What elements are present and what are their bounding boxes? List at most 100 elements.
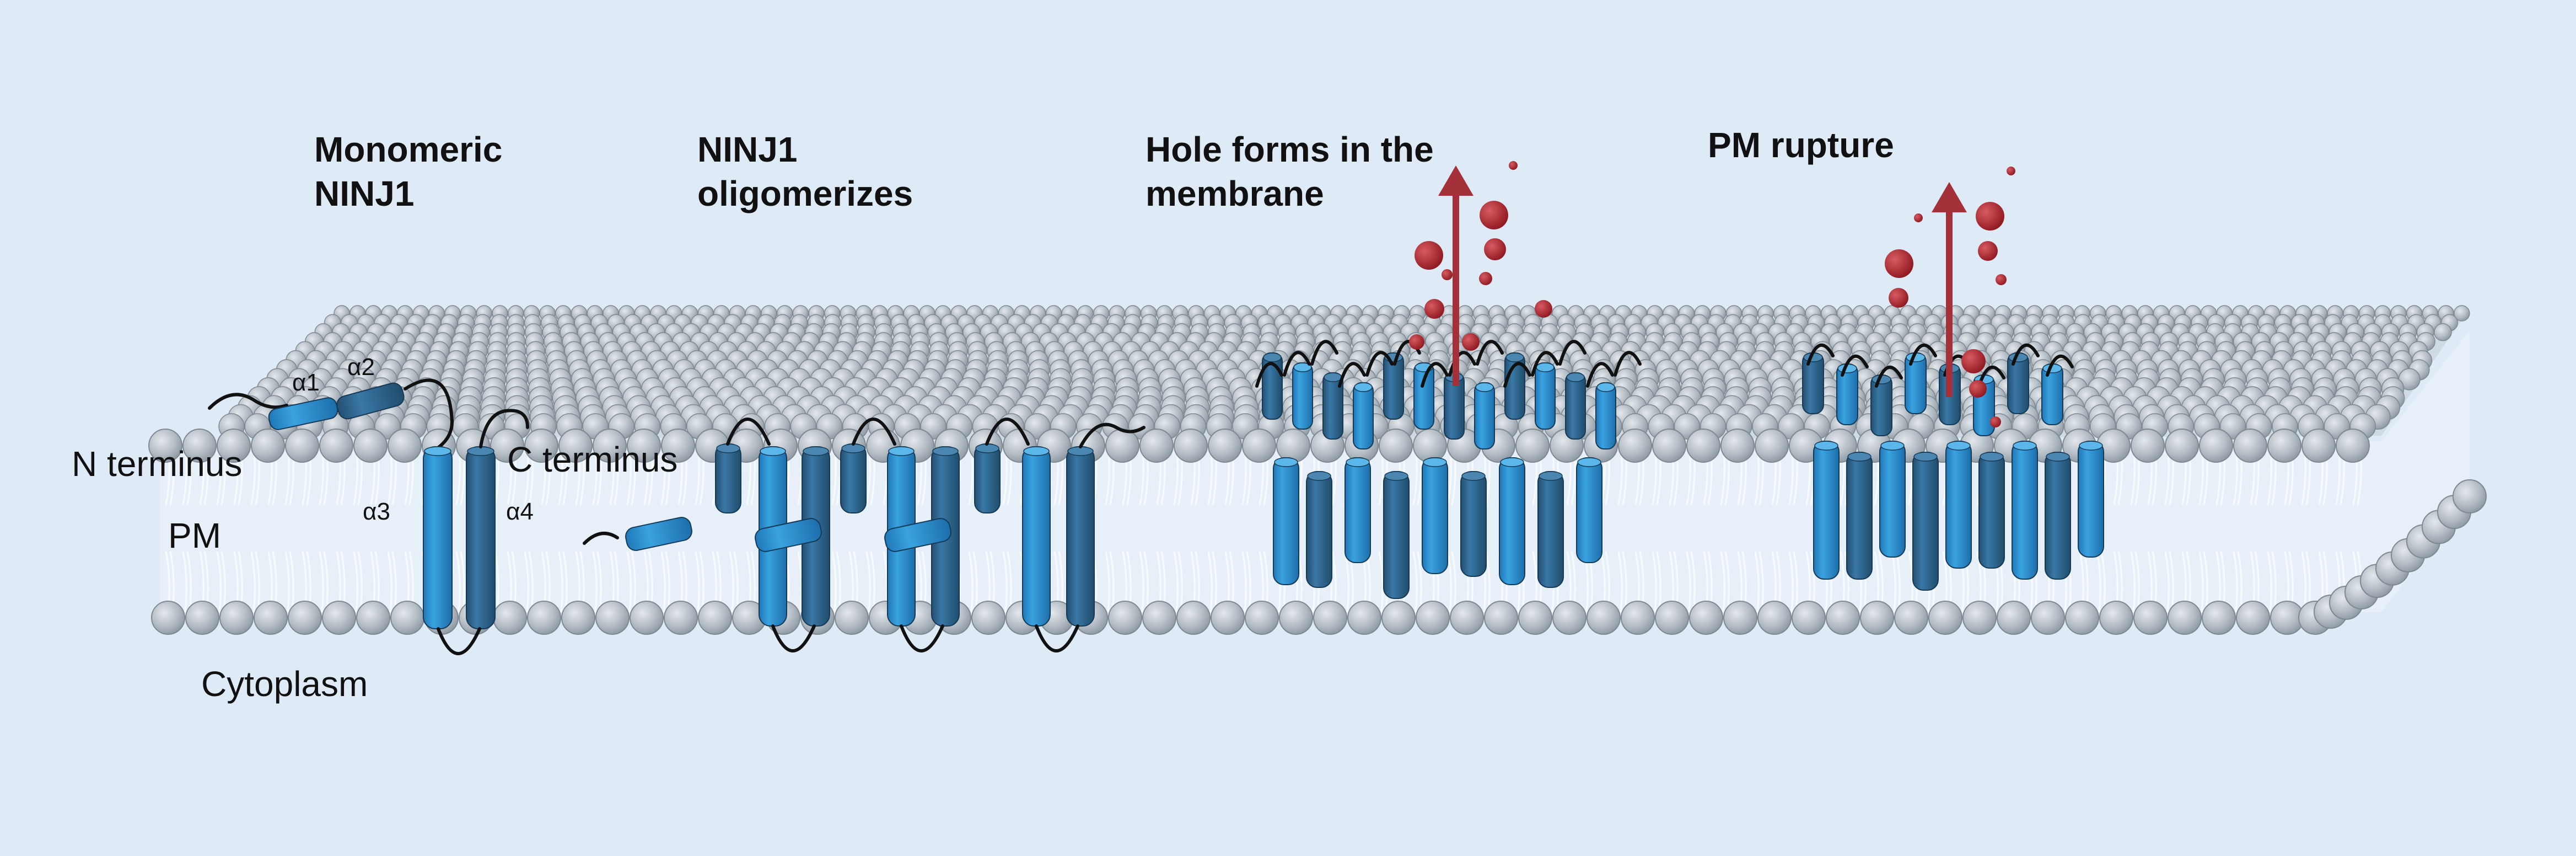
protein-loop — [1310, 340, 1338, 366]
c-terminus-tail — [479, 409, 529, 448]
n-terminus-tail — [583, 532, 619, 545]
lipid-head — [1381, 601, 1416, 635]
lipid-head — [2202, 601, 2236, 635]
lipid-head — [2434, 323, 2452, 341]
lipid-tail — [1754, 551, 1764, 613]
lipid-head — [2199, 429, 2233, 463]
helix-alpha1-label: α1 — [292, 369, 320, 396]
lipid-tail — [524, 551, 534, 613]
lipid-head — [1242, 429, 1276, 463]
lipid-head — [1552, 601, 1587, 635]
released-molecule — [1889, 288, 1908, 308]
released-molecule — [1885, 249, 1913, 278]
lipid-head — [1276, 429, 1310, 463]
lipid-tail — [831, 551, 841, 613]
released-molecule — [1535, 300, 1552, 318]
helix-alpha3 — [423, 446, 453, 629]
lipid-head — [1518, 601, 1552, 635]
protein-loop — [985, 418, 1030, 446]
lipid-head — [835, 601, 869, 635]
protein-loop — [726, 418, 771, 446]
pore-helix — [1499, 457, 1525, 585]
lipid-head — [322, 601, 356, 635]
lipid-tail — [1686, 551, 1696, 613]
lipid-head — [288, 601, 322, 635]
pore-helix-top — [1413, 362, 1434, 430]
rupture-helix-top — [2007, 352, 2029, 414]
lipid-head — [1174, 429, 1208, 463]
lipid-tail — [353, 551, 363, 613]
protein-loop — [1035, 624, 1079, 652]
cytoplasm-label: Cytoplasm — [201, 664, 368, 704]
pore-helix — [1537, 471, 1564, 588]
released-molecule — [1424, 299, 1444, 319]
lipid-head — [1245, 601, 1279, 635]
pore-helix — [1345, 457, 1371, 563]
released-molecule — [1415, 241, 1443, 270]
lipid-head — [1108, 601, 1142, 635]
lipid-head — [1211, 601, 1245, 635]
release-arrow — [1932, 182, 1967, 397]
lipid-head — [2168, 601, 2202, 635]
released-molecule — [1509, 161, 1518, 170]
released-molecule — [2007, 167, 2015, 175]
released-molecule — [1990, 416, 2001, 427]
lipid-head — [148, 429, 182, 463]
lipid-head — [219, 601, 254, 635]
released-cytoplasmic-contents — [1409, 161, 2015, 427]
pore-helix — [1306, 471, 1332, 588]
lipid-head — [1105, 429, 1139, 463]
lipid-tail — [387, 551, 397, 613]
pore-helix-top — [1595, 382, 1616, 450]
helix-alpha3 — [1022, 446, 1051, 627]
lipid-head — [319, 429, 353, 463]
lipid-head — [595, 601, 630, 635]
rupture-helix — [1945, 441, 1972, 569]
pm-label: PM — [168, 516, 221, 555]
protein-loop — [1476, 340, 1504, 366]
stage-2-title: NINJ1 — [697, 130, 797, 169]
lipid-head — [1826, 601, 1860, 635]
released-molecule — [1996, 274, 2007, 285]
helix-alpha4-label: α4 — [506, 498, 534, 525]
helix-alpha2 — [974, 443, 1001, 513]
lipid-head — [1723, 601, 1757, 635]
lipid-tail — [592, 551, 602, 613]
protein-loop — [1531, 351, 1559, 377]
lipid-head — [698, 601, 732, 635]
rupture-helix-top — [1905, 352, 1927, 414]
pore-helix-top — [1474, 382, 1495, 450]
lipid-head — [1757, 601, 1792, 635]
helix-alpha2 — [336, 382, 405, 420]
released-molecule — [1978, 241, 1998, 261]
lipid-head — [356, 601, 390, 635]
lipid-head — [1139, 429, 1174, 463]
released-molecule — [1480, 201, 1508, 229]
lipid-head — [1894, 601, 1928, 635]
stage-1-title: Monomeric — [314, 130, 502, 169]
lipid-head — [2131, 429, 2165, 463]
lipid-head — [558, 429, 593, 463]
released-molecule — [1969, 380, 1987, 398]
pore-helix-top — [1565, 372, 1586, 440]
protein-loop — [1503, 362, 1531, 388]
lipid-head — [1587, 601, 1621, 635]
lipid-head — [527, 601, 561, 635]
lipid-tail — [1173, 551, 1183, 613]
helix-alpha3-label: α3 — [363, 498, 390, 525]
helix-alpha2 — [840, 443, 867, 513]
protein-loop — [1421, 362, 1449, 388]
lipid-tail — [660, 551, 670, 613]
lipid-head — [1686, 429, 1720, 463]
lipid-head — [1416, 601, 1450, 635]
lipid-head — [971, 601, 1005, 635]
protein-loop — [1977, 365, 2005, 388]
lipid-head — [1313, 601, 1347, 635]
helix-alpha1 — [755, 518, 822, 552]
protein-loop — [1283, 351, 1311, 377]
lipid-head — [1142, 601, 1176, 635]
pore-helix-top — [1292, 362, 1313, 430]
protein-loop — [2012, 343, 2040, 366]
released-molecule — [1961, 349, 1986, 373]
lipid-head — [1618, 429, 1652, 463]
